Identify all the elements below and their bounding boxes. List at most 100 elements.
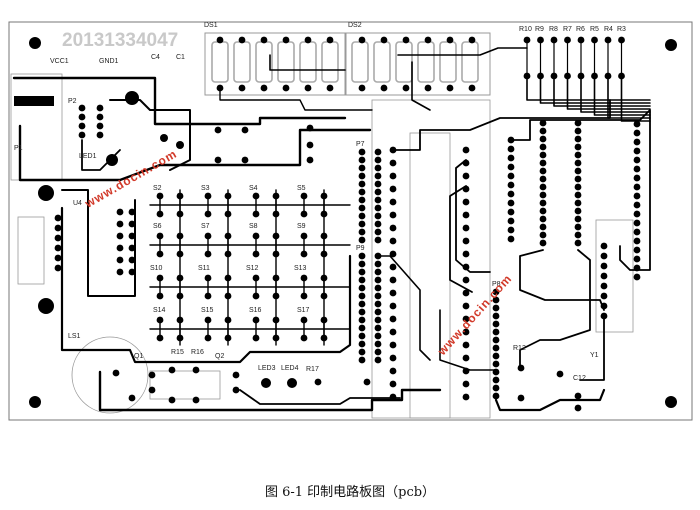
- label-gnd1: GND1: [99, 58, 119, 65]
- pad: [633, 138, 641, 146]
- pad: [374, 236, 382, 244]
- pad: [78, 122, 86, 130]
- label-vcc1: VCC1: [50, 58, 69, 65]
- label-r9: R9: [535, 26, 544, 33]
- pad: [462, 172, 470, 180]
- trace: [411, 61, 431, 111]
- pad: [128, 394, 136, 402]
- pad: [54, 244, 62, 252]
- pad: [252, 192, 260, 200]
- pad: [492, 336, 500, 344]
- pad: [176, 141, 184, 149]
- label-s17: S17: [297, 307, 310, 314]
- pad: [176, 250, 184, 258]
- pad: [389, 237, 397, 245]
- pad: [358, 156, 366, 164]
- pad: [272, 274, 280, 282]
- pad: [125, 91, 139, 105]
- pad: [402, 36, 410, 44]
- pad: [128, 220, 136, 228]
- pad: [304, 84, 312, 92]
- pad: [320, 232, 328, 240]
- pad: [224, 210, 232, 218]
- pad: [574, 175, 582, 183]
- pad: [320, 274, 328, 282]
- pad: [374, 156, 382, 164]
- pad: [574, 404, 582, 412]
- pad: [574, 231, 582, 239]
- display-digit: [321, 41, 339, 83]
- pad: [577, 36, 585, 44]
- pad: [300, 316, 308, 324]
- pad: [574, 143, 582, 151]
- pad: [374, 212, 382, 220]
- pad: [216, 36, 224, 44]
- trace: [449, 185, 473, 293]
- pad: [539, 215, 547, 223]
- pad: [462, 237, 470, 245]
- pad: [574, 183, 582, 191]
- silkscreen-labels: DS1 DS2 R10 R9 R8 R7 R6 R5 R4 R3 VCC1 GN…: [14, 22, 626, 382]
- label-r16: R16: [191, 349, 204, 356]
- pad: [507, 154, 515, 162]
- pad: [389, 172, 397, 180]
- board-outline: [8, 21, 693, 421]
- pad: [300, 210, 308, 218]
- pad: [358, 284, 366, 292]
- pad: [96, 104, 104, 112]
- pad: [374, 332, 382, 340]
- pad: [574, 167, 582, 175]
- pad: [618, 36, 625, 44]
- pad: [156, 232, 164, 240]
- pad: [112, 369, 120, 377]
- pad: [462, 341, 470, 349]
- component-outlines: [10, 73, 634, 419]
- pad: [633, 210, 641, 218]
- pad: [176, 210, 184, 218]
- pad: [156, 250, 164, 258]
- pad: [633, 255, 641, 263]
- pad: [358, 260, 366, 268]
- pad: [224, 250, 232, 258]
- pad: [54, 234, 62, 242]
- display-digit: [373, 41, 391, 83]
- pcb-board-drawing: 20131334047 DS1 DS2 R10 R9 R8 R7 R6 R5 R…: [8, 21, 693, 421]
- label-p8: P8: [492, 281, 501, 288]
- pad: [574, 239, 582, 247]
- pad: [507, 226, 515, 234]
- pad: [633, 129, 641, 137]
- pad: [537, 72, 544, 80]
- pad: [574, 159, 582, 167]
- trace: [439, 309, 497, 371]
- display-digit: [233, 41, 251, 83]
- pad: [204, 250, 212, 258]
- pad: [462, 224, 470, 232]
- pad: [358, 188, 366, 196]
- pad: [462, 263, 470, 271]
- pad: [176, 316, 184, 324]
- pad: [156, 274, 164, 282]
- pad: [574, 215, 582, 223]
- pad: [539, 135, 547, 143]
- pad: [358, 308, 366, 316]
- pad: [358, 324, 366, 332]
- watermark-text-2: www.docin.com: [434, 271, 515, 358]
- pad: [204, 192, 212, 200]
- pad: [358, 212, 366, 220]
- pad: [389, 380, 397, 388]
- pad: [374, 276, 382, 284]
- pad: [600, 242, 608, 250]
- pad: [358, 228, 366, 236]
- pad: [600, 272, 608, 280]
- label-led4: LED4: [281, 365, 299, 372]
- pad: [507, 235, 515, 243]
- pad: [358, 252, 366, 260]
- pad: [224, 316, 232, 324]
- display-digit: [299, 41, 317, 83]
- pad: [462, 367, 470, 375]
- pad: [358, 196, 366, 204]
- pad: [272, 316, 280, 324]
- pad: [204, 210, 212, 218]
- pad: [633, 174, 641, 182]
- pad: [176, 232, 184, 240]
